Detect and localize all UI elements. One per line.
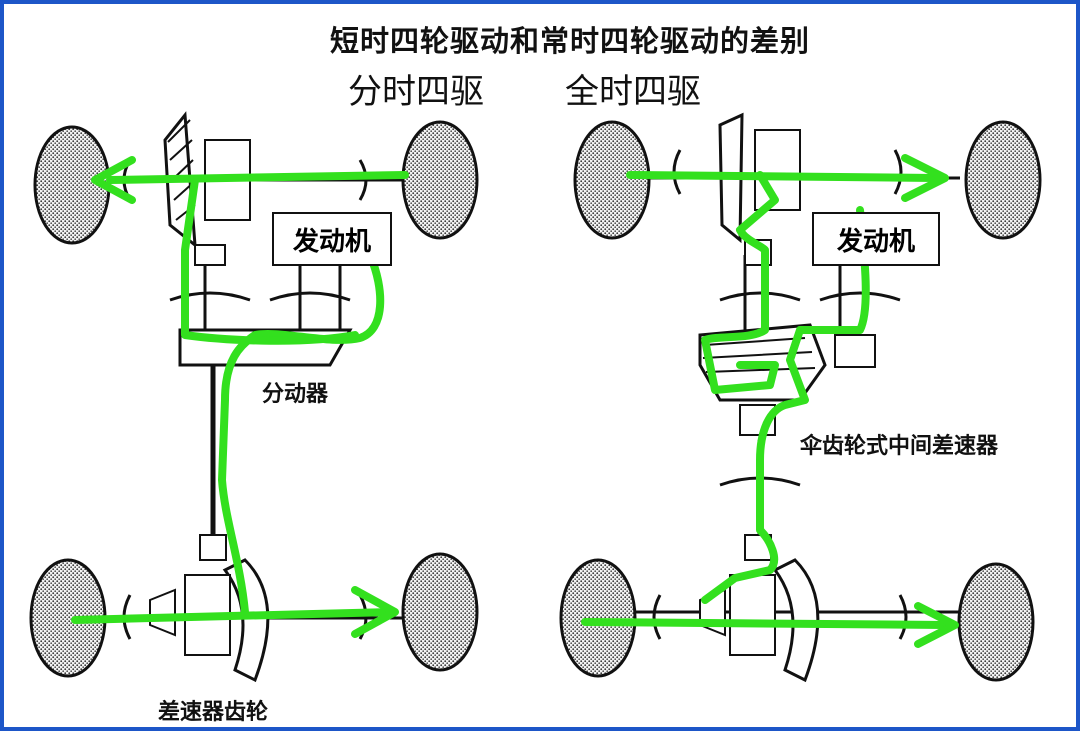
left-wheels (29, 120, 479, 678)
flow-right-rear-arrowhead (914, 602, 959, 648)
flow-left-front (106, 171, 409, 184)
label-center-differential: 伞齿轮式中间差速器 (800, 434, 999, 459)
subtitle-full-time: 全时四驱 (565, 72, 701, 112)
flow-left-engine-to-rear (218, 251, 385, 616)
engine-box-left: 发动机 (272, 212, 392, 266)
subtitle-part-time: 分时四驱 (348, 72, 484, 112)
flow-left-front-arrowhead (91, 156, 136, 204)
flow-left-rear (71, 608, 394, 624)
diagram-title: 短时四轮驱动和常时四轮驱动的差别 (330, 24, 811, 58)
power-flow (71, 154, 959, 648)
label-transfer-case: 分动器 (262, 382, 329, 407)
wheel-front-right-r (964, 120, 1042, 240)
flow-left-rear-arrowhead (351, 586, 399, 638)
engine-box-right: 发动机 (812, 212, 940, 266)
wheel-rear-left-r (559, 558, 637, 678)
left-drivetrain (90, 111, 420, 683)
wheel-rear-right-r (957, 562, 1035, 682)
flow-right-front-arrowhead (901, 154, 949, 202)
wheel-front-left-r (573, 120, 651, 240)
label-differential-gear: 差速器齿轮 (158, 700, 269, 725)
flow-right-front (626, 171, 939, 182)
flow-right-rear (581, 618, 949, 629)
right-wheels (559, 120, 1042, 682)
flow-right-center-to-rear (701, 206, 870, 604)
flow-right-front-path (701, 171, 779, 394)
wheel-front-right (401, 120, 479, 240)
flow-left-transfer-to-front (181, 176, 359, 345)
wheel-rear-right (401, 552, 479, 672)
